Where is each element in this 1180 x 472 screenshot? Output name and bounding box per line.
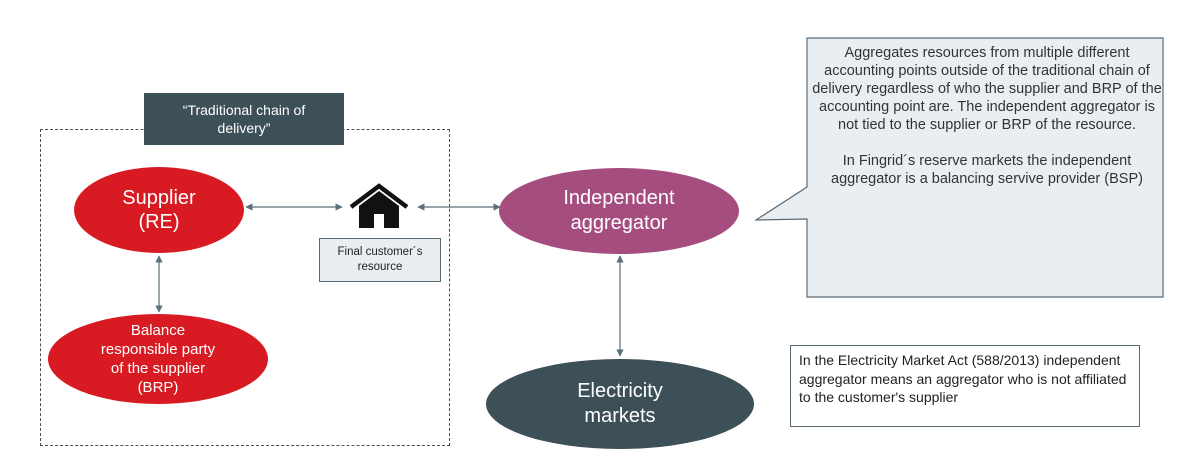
supplier-node: Supplier (RE) [74, 167, 244, 253]
market-act-note: In the Electricity Market Act (588/2013)… [790, 345, 1140, 427]
brp-label: Balance responsible party of the supplie… [100, 322, 216, 396]
brp-node: Balance responsible party of the supplie… [48, 314, 268, 404]
markets-node: Electricity markets [486, 359, 754, 449]
resource-label: Final customer´s resource [337, 246, 423, 273]
traditional-chain-group [40, 129, 450, 446]
traditional-chain-label: “Traditional chain of delivery” [144, 93, 344, 145]
callout-bubble [755, 37, 1164, 298]
callout-paragraph-2: In Fingrid´s reserve markets the indepen… [831, 153, 1143, 187]
aggregator-node: Independent aggregator [499, 168, 739, 254]
aggregator-label: Independent aggregator [563, 187, 675, 234]
markets-label: Electricity markets [577, 380, 663, 427]
traditional-chain-label-text: “Traditional chain of delivery” [182, 102, 306, 136]
resource-label-box: Final customer´s resource [319, 238, 441, 282]
market-act-note-text: In the Electricity Market Act (588/2013)… [799, 352, 1127, 405]
callout-paragraph-1: Aggregates resources from multiple diffe… [812, 45, 1162, 133]
house-icon [349, 183, 409, 228]
callout-text: Aggregates resources from multiple diffe… [812, 44, 1162, 188]
supplier-label: Supplier (RE) [122, 187, 196, 233]
